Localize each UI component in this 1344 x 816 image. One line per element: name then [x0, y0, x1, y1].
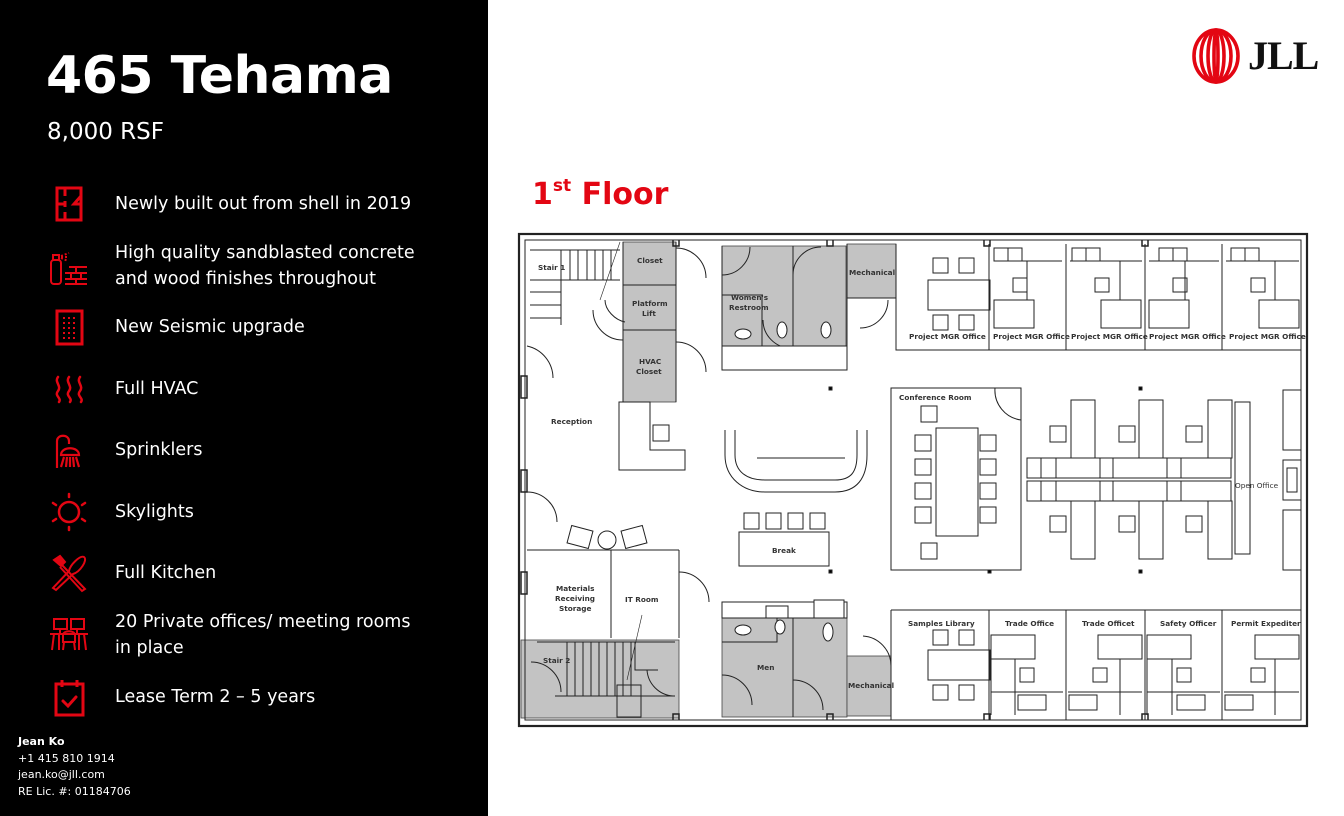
property-size: 8,000 RSF: [47, 119, 164, 145]
label-platform-lift-2: Lift: [642, 309, 656, 318]
heat-waves-icon: [44, 368, 94, 410]
sun-icon: [44, 491, 94, 533]
label-mechanical-top: Mechanical: [849, 268, 895, 277]
label-reception: Reception: [551, 417, 592, 426]
seismic-panel-icon: [44, 306, 94, 348]
label-project-mgr-1: Project MGR Office: [909, 332, 986, 341]
label-mechanical-bottom: Mechanical: [848, 681, 894, 690]
feature-text: Full Kitchen: [115, 563, 217, 583]
label-safety-officer: Safety Officer: [1160, 619, 1217, 628]
label-project-mgr-3: Project MGR Office: [1071, 332, 1148, 341]
calendar-check-icon: [44, 676, 94, 718]
label-project-mgr-5: Project MGR Office: [1229, 332, 1306, 341]
jll-swirl-icon: [1192, 28, 1240, 84]
floor-plan: Stair 1 Closet Platform Lift HVAC Closet…: [515, 230, 1315, 730]
label-men: Men: [757, 663, 774, 672]
feature-sprinklers: Sprinklers: [44, 429, 464, 471]
feature-skylights: Skylights: [44, 491, 464, 533]
fork-knife-icon: [44, 552, 94, 594]
feature-seismic: New Seismic upgrade: [44, 306, 464, 348]
feature-kitchen: Full Kitchen: [44, 552, 464, 594]
label-project-mgr-4: Project MGR Office: [1149, 332, 1226, 341]
label-hvac-closet-2: Closet: [636, 367, 662, 376]
floor-plan-icon: [44, 183, 94, 225]
feature-text: Skylights: [115, 502, 194, 522]
desks-chair-icon: [44, 614, 94, 656]
jll-logo: JLL: [1190, 28, 1319, 84]
spray-can-brick-icon: [44, 245, 94, 287]
label-project-mgr-2: Project MGR Office: [993, 332, 1070, 341]
feature-text-line: 20 Private offices/ meeting rooms: [115, 612, 411, 632]
feature-text: Lease Term 2 – 5 years: [115, 687, 316, 707]
feature-lease-term: Lease Term 2 – 5 years: [44, 676, 464, 718]
label-materials-2: Receiving: [555, 594, 595, 603]
label-hvac-closet-1: HVAC: [639, 357, 661, 366]
info-sidebar: 465 Tehama 8,000 RSF Newly built out fro…: [0, 0, 488, 816]
feature-text-line: and wood finishes throughout: [115, 269, 376, 289]
contact-block: Jean Ko +1 415 810 1914 jean.ko@jll.com …: [18, 734, 131, 800]
feature-text: New Seismic upgrade: [115, 317, 305, 337]
label-womens-2: Restroom: [729, 303, 769, 312]
floor-label: Floor: [581, 177, 669, 212]
jll-wordmark: JLL: [1248, 33, 1319, 78]
label-trade-officet: Trade Officet: [1082, 619, 1135, 628]
contact-name: Jean Ko: [18, 735, 65, 748]
feature-text: 20 Private offices/ meeting rooms in pla…: [115, 609, 410, 661]
label-open-office: Open Office: [1235, 481, 1279, 490]
label-trade-office: Trade Office: [1005, 619, 1054, 628]
feature-offices: 20 Private offices/ meeting rooms in pla…: [44, 609, 464, 661]
feature-built-out: Newly built out from shell in 2019: [44, 183, 464, 225]
contact-phone[interactable]: +1 415 810 1914: [18, 751, 115, 765]
label-materials-3: Storage: [559, 604, 592, 613]
floor-ordinal: st: [552, 176, 572, 196]
property-title: 465 Tehama: [46, 46, 393, 106]
feature-text: Full HVAC: [115, 379, 199, 399]
floor-number: 1: [532, 177, 553, 212]
label-womens-1: Women's: [731, 293, 768, 302]
contact-license: RE Lic. #: 01184706: [18, 784, 131, 798]
label-materials-1: Materials: [556, 584, 595, 593]
label-it-room: IT Room: [625, 595, 659, 604]
feature-text: Sprinklers: [115, 440, 203, 460]
label-closet: Closet: [637, 256, 663, 265]
label-stair-2: Stair 2: [543, 656, 570, 665]
label-platform-lift-1: Platform: [632, 299, 668, 308]
label-break: Break: [772, 546, 796, 555]
label-stair-1: Stair 1: [538, 263, 565, 272]
feature-text-line: High quality sandblasted concrete: [115, 243, 415, 263]
feature-finishes: High quality sandblasted concrete and wo…: [44, 240, 464, 292]
feature-text: High quality sandblasted concrete and wo…: [115, 240, 415, 292]
label-conference-room: Conference Room: [899, 393, 972, 402]
floor-title: 1st Floor: [532, 177, 669, 212]
label-permit-expediter: Permit Expediter: [1231, 619, 1301, 628]
contact-email[interactable]: jean.ko@jll.com: [18, 768, 105, 781]
shower-sprinkler-icon: [44, 429, 94, 471]
label-samples-library: Samples Library: [908, 619, 975, 628]
feature-hvac: Full HVAC: [44, 368, 464, 410]
feature-text: Newly built out from shell in 2019: [115, 194, 412, 214]
feature-text-line: in place: [115, 638, 184, 658]
